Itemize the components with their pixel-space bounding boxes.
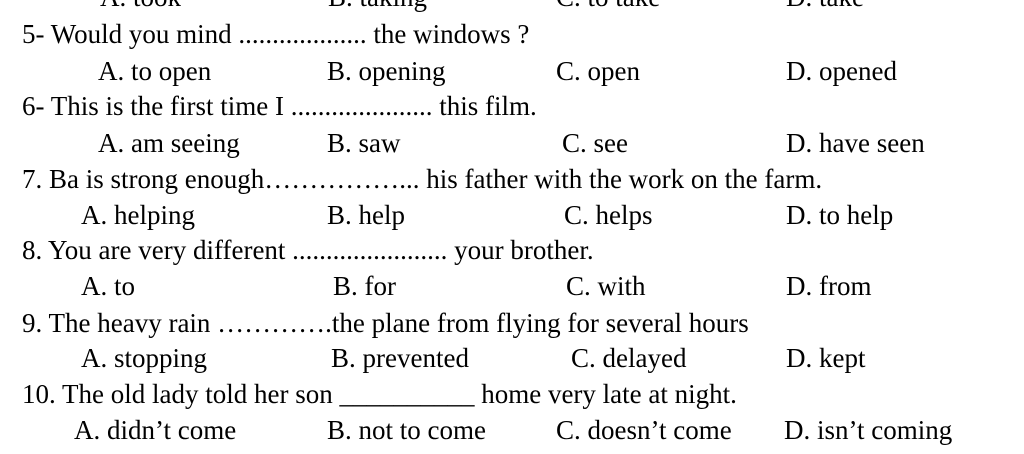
question-10-option-a: A. didn’t come bbox=[74, 415, 237, 445]
question-8-option-c: C. with bbox=[566, 271, 646, 301]
question-6-stem: 6- This is the first time I ............… bbox=[22, 91, 537, 121]
prev-option-d: D. take bbox=[786, 0, 864, 11]
question-10-stem: 10. The old lady told her son __________… bbox=[22, 379, 737, 409]
prev-option-a: A. took bbox=[100, 0, 181, 11]
question-7-option-c: C. helps bbox=[564, 200, 653, 230]
question-8-option-a: A. to bbox=[81, 271, 135, 301]
question-5-stem: 5- Would you mind ................... th… bbox=[22, 19, 530, 49]
question-9-option-a: A. stopping bbox=[81, 343, 208, 373]
question-9-option-c: C. delayed bbox=[571, 343, 687, 373]
question-8-option-d: D. from bbox=[786, 271, 872, 301]
prev-option-c: C. to take bbox=[556, 0, 660, 11]
question-5-option-d: D. opened bbox=[786, 56, 897, 86]
question-9-stem: 9. The heavy rain ………….the plane from fl… bbox=[22, 308, 749, 338]
question-5-option-b: B. opening bbox=[327, 56, 446, 86]
question-6-option-b: B. saw bbox=[327, 128, 401, 158]
question-10-option-b: B. not to come bbox=[327, 415, 486, 445]
question-9-option-d: D. kept bbox=[786, 343, 866, 373]
question-8-stem: 8. You are very different ..............… bbox=[22, 235, 594, 265]
question-8-option-b: B. for bbox=[333, 271, 396, 301]
question-6-option-a: A. am seeing bbox=[98, 128, 240, 158]
prev-option-b: B. taking bbox=[328, 0, 427, 11]
question-5-option-c: C. open bbox=[556, 56, 640, 86]
question-7-option-a: A. helping bbox=[81, 200, 195, 230]
question-7-stem: 7. Ba is strong enough……………... his fathe… bbox=[22, 164, 823, 194]
question-10-option-c: C. doesn’t come bbox=[556, 415, 732, 445]
question-7-option-d: D. to help bbox=[786, 200, 894, 230]
question-7-option-b: B. help bbox=[327, 200, 405, 230]
question-6-option-d: D. have seen bbox=[786, 128, 925, 158]
question-9-option-b: B. prevented bbox=[331, 343, 469, 373]
question-5-option-a: A. to open bbox=[98, 56, 212, 86]
question-6-option-c: C. see bbox=[562, 128, 628, 158]
question-10-option-d: D. isn’t coming bbox=[784, 415, 953, 445]
